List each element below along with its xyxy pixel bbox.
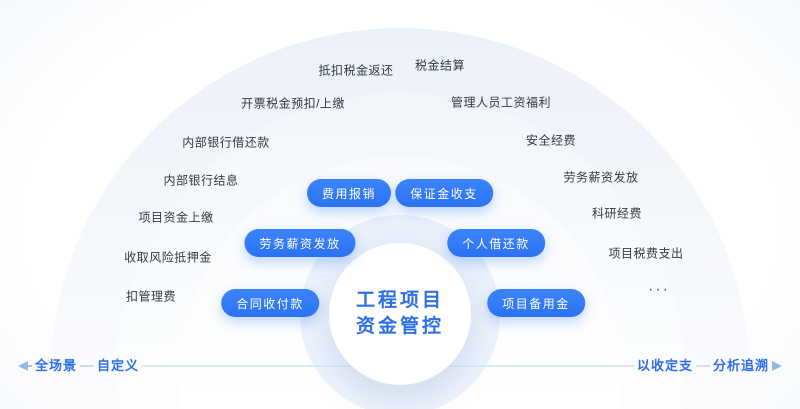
footer-label-analysis-traceability: 分析追溯 <box>709 357 772 374</box>
pill-personal-loan-repayment: 个人借还款 <box>447 229 545 257</box>
pill-labor-salary-payment: 劳务薪资发放 <box>244 229 356 257</box>
outer-label-management-salary-benefits: 管理人员工资福利 <box>450 95 552 110</box>
footer-label-expenditure-by-income: 以收定支 <box>633 357 696 374</box>
outer-label-risk-deposit-collection: 收取风险抵押金 <box>124 250 212 265</box>
outer-label-invoice-tax-withholding: 开票税金预扣/上缴 <box>241 96 345 111</box>
center-title-line1: 工程项目 <box>355 290 444 311</box>
outer-label-internal-bank-loans: 内部银行借还款 <box>182 135 270 150</box>
footer-label-full-scenario: 全场景 <box>32 357 81 374</box>
footer-left-labels: 全场景 自定义 <box>32 357 143 374</box>
center-title-line2: 资金管控 <box>355 316 444 337</box>
pill-contract-payment: 合同收付款 <box>221 289 319 317</box>
outer-label-research-funds: 科研经费 <box>591 206 643 221</box>
footer-label-custom: 自定义 <box>94 357 143 374</box>
outer-label-internal-bank-interest: 内部银行结息 <box>163 173 239 188</box>
right-arrow-icon <box>772 361 782 371</box>
outer-label-deducted-tax-refund: 抵扣税金返还 <box>318 63 394 78</box>
pill-project-reserve-fund: 项目备用金 <box>487 289 585 317</box>
left-arrow-icon <box>18 361 28 371</box>
outer-label-labor-salary-payment: 劳务薪资发放 <box>563 170 639 185</box>
outer-label-project-tax-expense: 项目税费支出 <box>608 246 684 261</box>
footer-right-labels: 以收定支 分析追溯 <box>633 357 772 374</box>
outer-label-ellipsis: ··· <box>648 281 670 298</box>
center-circle: 工程项目 资金管控 <box>329 243 471 385</box>
outer-label-tax-settlement: 税金结算 <box>414 58 466 73</box>
pill-deposit-income-expense: 保证金收支 <box>395 179 493 207</box>
pill-expense-reimbursement: 费用报销 <box>306 179 392 207</box>
outer-label-safety-funds: 安全经费 <box>525 133 577 148</box>
outer-label-management-fee-deduction: 扣管理费 <box>125 289 177 304</box>
outer-label-project-fund-remittance: 项目资金上缴 <box>138 210 214 225</box>
